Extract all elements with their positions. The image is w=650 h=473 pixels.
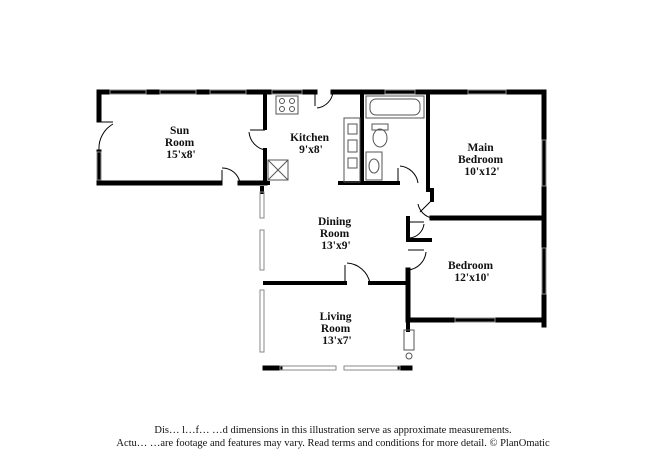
door-hall (409, 221, 425, 239)
walls (96, 89, 547, 371)
window-bedroom-right (541, 247, 547, 295)
door-dining-living (344, 262, 371, 284)
room-labels: Sun Room 15'x8' Kitchen 9'x8' Main Bedro… (165, 125, 506, 347)
dining-room-dimensions: 13'x9' (321, 240, 350, 252)
window-bedroom-bottom (454, 317, 496, 323)
dining-room-line-2: Room (320, 228, 350, 240)
doors (98, 91, 433, 284)
bedroom-line-1: Bedroom (448, 260, 494, 272)
label-kitchen: Kitchen 9'x8' (290, 132, 332, 156)
bathtub (365, 95, 425, 119)
sun-room-line-1: Sun (170, 125, 190, 137)
door-main-bedroom (417, 199, 433, 219)
toilet-bowl (372, 128, 388, 148)
window-living-left (259, 289, 265, 353)
bath-vanity (365, 151, 383, 181)
burner-1 (279, 98, 285, 104)
kitchen-sink-2 (347, 139, 358, 153)
door-kitchen-top (314, 91, 334, 109)
main-bedroom-line-2: Bedroom (458, 154, 504, 166)
burner-3 (279, 106, 285, 112)
window-living-bottom-1 (279, 365, 337, 371)
utility-circle (405, 352, 413, 360)
sun-room-dimensions: 15'x8' (166, 149, 195, 161)
window-kitchen-top (271, 89, 303, 95)
label-dining-room: Dining Room 13'x9' (318, 216, 354, 252)
window-living-bottom-2 (343, 365, 401, 371)
disclaimer-line-1: Dis… l…f… …d dimensions in this illustra… (154, 425, 511, 436)
kitchen-counter (343, 117, 361, 183)
main-bedroom-dimensions: 10'x12' (464, 166, 499, 178)
window-bath-top (384, 89, 416, 95)
living-room-dimensions: 13'x7' (322, 335, 351, 347)
window-dining-left-2 (259, 229, 265, 271)
stove (275, 95, 299, 115)
door-sun-bottom (221, 167, 241, 184)
window-main-right (541, 139, 547, 187)
utility-box (403, 329, 415, 351)
kitchen-line-1: Kitchen (290, 132, 330, 144)
label-living-room: Living Room 13'x7' (320, 311, 355, 347)
bath-sink (368, 158, 380, 174)
window-sun-top-1 (109, 89, 147, 95)
sun-room-line-2: Room (165, 137, 195, 149)
toilet-tank (371, 123, 389, 131)
label-sun-room: Sun Room 15'x8' (165, 125, 197, 161)
label-bedroom: Bedroom 12'x10' (448, 260, 496, 284)
bathtub-inner (369, 98, 421, 116)
burner-2 (289, 98, 295, 104)
fixtures (267, 95, 425, 360)
living-room-line-1: Living (320, 311, 352, 323)
window-main-top (467, 89, 507, 95)
door-bedroom (407, 249, 427, 271)
door-bath (397, 165, 419, 184)
burner-4 (289, 106, 295, 112)
main-bedroom-line-1: Main (467, 142, 494, 154)
window-sun-top-2 (159, 89, 197, 95)
refrigerator (267, 159, 289, 181)
disclaimer-line-2: Actu… …are footage and features may vary… (116, 438, 550, 449)
disclaimer: Dis… l…f… …d dimensions in this illustra… (116, 425, 550, 449)
door-sun-left (98, 121, 114, 151)
bedroom-dimensions: 12'x10' (454, 272, 489, 284)
dining-room-line-1: Dining (318, 216, 351, 228)
door-sun-kitchen (248, 129, 266, 151)
refrigerator-x-2 (267, 159, 289, 181)
window-dining-left-1 (259, 191, 265, 219)
windows (96, 89, 547, 371)
kitchen-sink-1 (347, 123, 358, 135)
kitchen-sink-3 (347, 157, 358, 169)
living-room-line-2: Room (321, 323, 351, 335)
window-sun-top-3 (209, 89, 247, 95)
label-main-bedroom: Main Bedroom 10'x12' (458, 142, 506, 178)
window-sun-left (96, 151, 102, 181)
kitchen-dimensions: 9'x8' (299, 144, 323, 156)
